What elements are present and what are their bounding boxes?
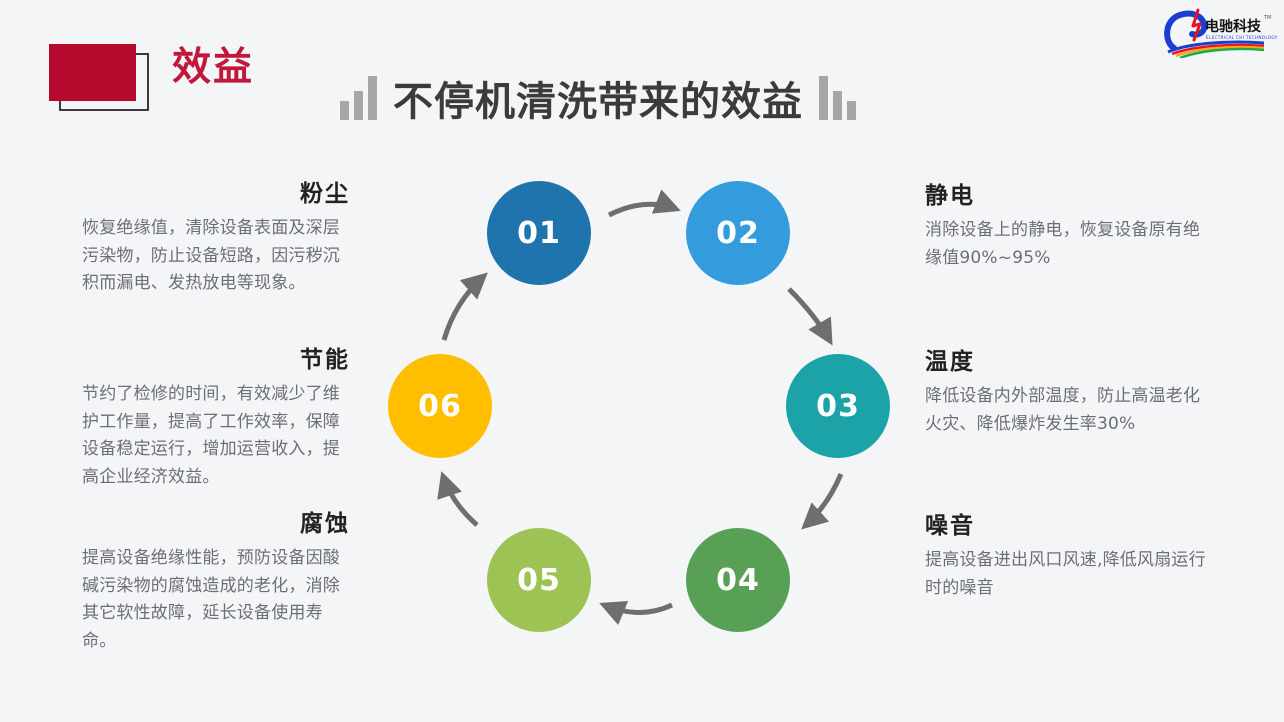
svg-text:ELECTRICAL CHI TECHNOLOGY: ELECTRICAL CHI TECHNOLOGY bbox=[1206, 35, 1278, 40]
benefit-title-temperature: 温度 bbox=[925, 349, 975, 375]
cycle-step-06[interactable]: 06 bbox=[388, 354, 492, 458]
ascending-bars-icon bbox=[340, 76, 377, 124]
benefit-title-corrosion: 腐蚀 bbox=[300, 511, 350, 537]
page-title: 不停机清洗带来的效益 bbox=[393, 79, 803, 125]
descending-bars-icon bbox=[819, 76, 856, 124]
benefit-body-dust: 恢复绝缘值，清除设备表面及深层污染物，防止设备短路，因污秽沉积而漏电、发热放电等… bbox=[82, 218, 340, 294]
cycle-step-04[interactable]: 04 bbox=[686, 528, 790, 632]
benefit-body-corrosion: 提高设备绝缘性能，预防设备因酸碱污染物的腐蚀造成的老化，消除其它软性故障，延长设… bbox=[82, 548, 340, 651]
benefit-block-dust: 粉尘 恢复绝缘值，清除设备表面及深层污染物，防止设备短路，因污秽沉积而漏电、发热… bbox=[82, 181, 350, 298]
cycle-step-02[interactable]: 02 bbox=[686, 181, 790, 285]
benefit-block-temperature: 温度 降低设备内外部温度，防止高温老化火灾、降低爆炸发生率30% bbox=[925, 349, 1215, 438]
benefit-block-energy: 节能 节约了检修的时间，有效减少了维护工作量，提高了工作效率，保障设备稳定运行，… bbox=[82, 347, 350, 491]
cycle-step-03[interactable]: 03 bbox=[786, 354, 890, 458]
benefit-block-static: 静电 消除设备上的静电，恢复设备原有绝缘值90%~95% bbox=[925, 183, 1215, 272]
badge-fill-shape bbox=[49, 44, 136, 101]
benefit-block-noise: 噪音 提高设备进出风口风速,降低风扇运行时的噪音 bbox=[925, 513, 1215, 602]
section-badge-label: 效益 bbox=[172, 45, 255, 90]
benefit-title-static: 静电 bbox=[925, 183, 975, 209]
logo-mark-icon: 电驰科技 ELECTRICAL CHI TECHNOLOGY TM bbox=[1164, 8, 1278, 60]
arrow-03-to-04 bbox=[801, 473, 844, 530]
benefit-body-noise: 提高设备进出风口风速,降低风扇运行时的噪音 bbox=[925, 550, 1206, 598]
arrow-02-to-03 bbox=[787, 287, 833, 346]
benefit-block-corrosion: 腐蚀 提高设备绝缘性能，预防设备因酸碱污染物的腐蚀造成的老化，消除其它软性故障，… bbox=[82, 511, 350, 655]
title-group: 不停机清洗带来的效益 bbox=[340, 64, 856, 124]
benefit-body-energy: 节约了检修的时间，有效减少了维护工作量，提高了工作效率，保障设备稳定运行，增加运… bbox=[82, 384, 340, 487]
cycle-step-05[interactable]: 05 bbox=[487, 528, 591, 632]
company-logo: 电驰科技 ELECTRICAL CHI TECHNOLOGY TM bbox=[1160, 4, 1278, 60]
arrow-01-to-02 bbox=[607, 189, 681, 218]
arrow-05-to-06 bbox=[437, 471, 479, 527]
benefit-body-static: 消除设备上的静电，恢复设备原有绝缘值90%~95% bbox=[925, 220, 1201, 268]
arrow-06-to-01 bbox=[441, 272, 488, 341]
cycle-step-01[interactable]: 01 bbox=[487, 181, 591, 285]
benefit-title-dust: 粉尘 bbox=[300, 181, 350, 207]
benefit-body-temperature: 降低设备内外部温度，防止高温老化火灾、降低爆炸发生率30% bbox=[925, 386, 1201, 434]
svg-text:TM: TM bbox=[1263, 15, 1271, 21]
benefit-title-noise: 噪音 bbox=[925, 513, 975, 539]
benefit-title-energy: 节能 bbox=[300, 347, 350, 373]
svg-text:电驰科技: 电驰科技 bbox=[1205, 18, 1262, 35]
arrow-04-to-05 bbox=[599, 600, 674, 625]
